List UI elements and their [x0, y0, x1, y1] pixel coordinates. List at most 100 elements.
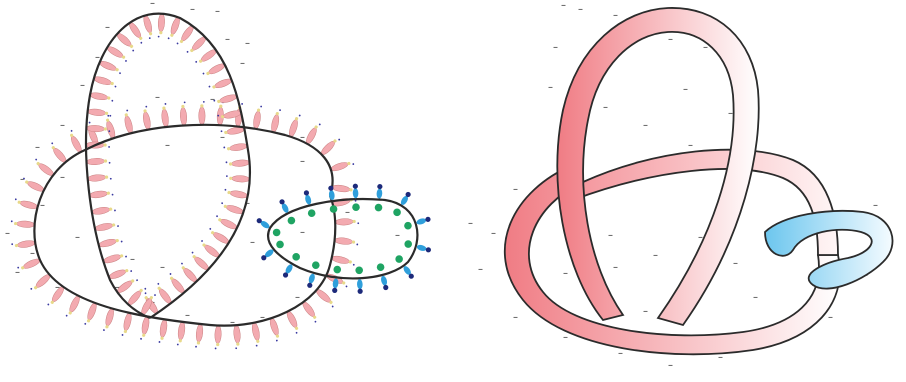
charge-mark: – [220, 132, 225, 143]
ribbon-knot-panel: ––––––––––––––––––––––––––––––––––––––––… [453, 0, 906, 382]
ribbon-knot-figure: ––––––––––––––––––––––––––––––––––––––––… [453, 0, 906, 382]
charge-mark: – [561, 0, 566, 11]
sidechain-petal [108, 266, 133, 281]
charge-mark: – [40, 200, 45, 211]
sidechain-petal [160, 103, 169, 127]
sidechain-petal [158, 319, 168, 344]
sidechain-petal [87, 173, 111, 182]
charge-mark: – [613, 262, 618, 273]
sidechain-petal [142, 15, 155, 40]
sidechain-petal [86, 158, 110, 166]
sidechain-petal [214, 215, 238, 231]
sidechain-petal [98, 59, 123, 74]
charge-mark: – [160, 262, 165, 273]
charge-mark: – [80, 80, 85, 91]
sidechain-petal [167, 16, 181, 41]
sidechain-petal [188, 251, 210, 272]
charge-mark: – [491, 228, 496, 239]
charge-mark: – [553, 42, 558, 53]
sidechain-petal [176, 24, 195, 47]
charge-mark: – [155, 92, 160, 103]
sidechain-petal [195, 324, 204, 348]
sidechain-petal [202, 62, 226, 79]
charge-mark: – [105, 22, 110, 33]
charge-mark: – [35, 142, 40, 153]
sidechain-petal [14, 198, 39, 210]
charge-mark: – [345, 207, 350, 218]
charge-mark: – [130, 254, 135, 265]
charge-mark: – [245, 38, 250, 49]
sidechain-petal [106, 45, 130, 63]
charge-mark: – [30, 248, 35, 259]
charge-mark: – [60, 172, 65, 183]
charge-mark: – [563, 268, 568, 279]
sidechain-petal [270, 108, 281, 133]
charge-mark: – [210, 94, 215, 105]
charge-mark: – [563, 332, 568, 343]
charge-mark: – [240, 58, 245, 69]
charge-mark: – [513, 184, 518, 195]
sidechain-petal [121, 312, 133, 337]
charge-mark: – [578, 4, 583, 15]
charge-mark: – [608, 230, 613, 241]
sidechain-petal [199, 101, 206, 125]
charge-mark: – [643, 120, 648, 131]
sidechain-bead [375, 184, 383, 211]
sidechain-bead [393, 192, 410, 216]
charge-mark: – [225, 34, 230, 45]
charge-mark: – [185, 310, 190, 321]
charge-mark: – [250, 237, 255, 248]
charge-mark: – [728, 108, 733, 119]
sidechain-petal [225, 159, 249, 167]
sidechain-petal [103, 115, 117, 140]
sidechain-petal [301, 300, 320, 323]
charge-mark: – [215, 6, 220, 17]
charge-mark: – [295, 292, 300, 303]
charge-mark: – [150, 0, 155, 9]
molecular-knot-figure: ––––––––––––––––––––––––––––––––––––––––… [0, 0, 453, 382]
sidechain-petal [179, 101, 187, 125]
charge-mark: – [733, 258, 738, 269]
sidechain-petal [91, 205, 116, 215]
sidechain-petal [103, 308, 116, 333]
sidechain-petal [335, 218, 359, 225]
sidechain-petal [94, 221, 119, 232]
sidechain-petal [122, 109, 134, 134]
sidechain-petal [89, 92, 114, 103]
sidechain-petal [252, 105, 262, 130]
sidechain-petal [224, 188, 249, 199]
charge-mark: – [300, 227, 305, 238]
sidechain-petal [93, 75, 118, 88]
charge-mark: – [300, 156, 305, 167]
sidechain-petal [223, 143, 248, 153]
charge-mark: – [603, 102, 608, 113]
sidechain-petal [103, 251, 128, 264]
sidechain-petal [304, 121, 321, 145]
sidechain-petal [166, 273, 186, 295]
sidechain-petal [186, 35, 208, 56]
sidechain-petal [319, 135, 340, 156]
red-knot-loop [86, 14, 250, 318]
charge-mark: – [548, 82, 553, 93]
sidechain-petal [48, 142, 68, 164]
sidechain-petal [331, 255, 356, 266]
sidechain-petal [251, 322, 262, 347]
charge-mark: – [683, 84, 688, 95]
red-ribbon-lower [505, 165, 840, 354]
sidechain-petal [67, 130, 84, 154]
charge-mark: – [395, 230, 400, 241]
sidechain-petal [213, 93, 238, 106]
sidechain-petal [32, 158, 55, 178]
charge-mark: – [15, 267, 20, 278]
sidechain-petal [178, 262, 199, 284]
charge-mark: – [668, 34, 673, 45]
charge-mark: – [60, 120, 65, 131]
sidechain-petal [217, 101, 225, 125]
sidechain-petal [89, 189, 114, 198]
charge-mark: – [165, 140, 170, 151]
sidechain-petal [17, 257, 41, 273]
sidechain-bead [355, 266, 363, 293]
sidechain-petal [115, 31, 137, 52]
charge-mark: – [618, 348, 623, 359]
sidechain-petal [226, 175, 250, 183]
